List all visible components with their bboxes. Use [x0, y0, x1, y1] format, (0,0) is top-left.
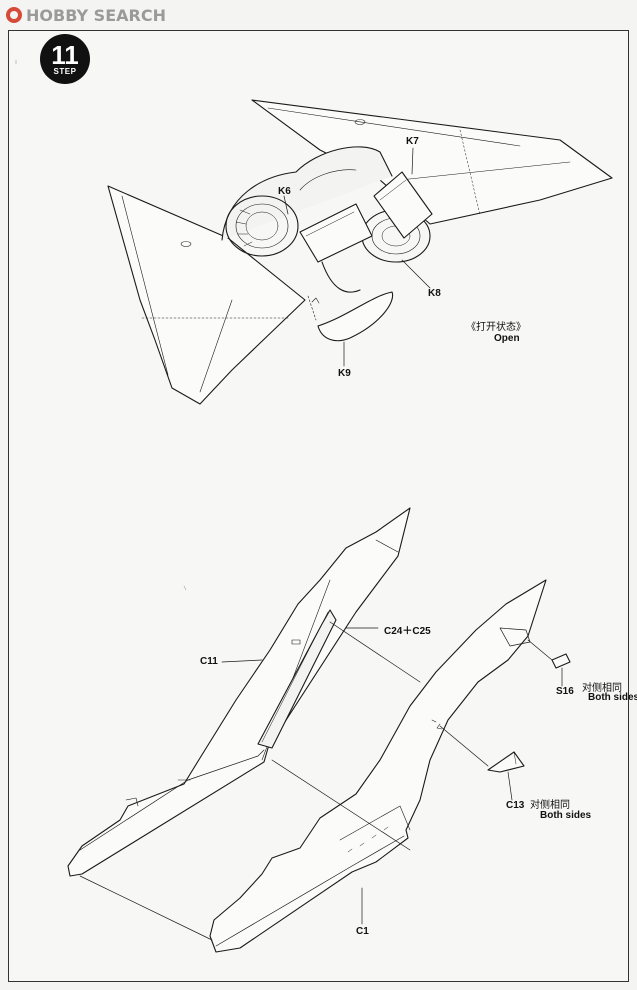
label-c1: C1 [356, 926, 369, 937]
hobby-search-watermark: HOBBY SEARCH [6, 4, 166, 26]
step-badge: 11 STEP [40, 34, 90, 84]
air-brake-k7 [373, 171, 433, 239]
watermark-text: HOBBY SEARCH [26, 5, 166, 25]
state-label-en: Open [494, 333, 520, 344]
engine-nozzles [221, 146, 431, 293]
label-s16: S16 [556, 686, 574, 697]
top-leader-lines [283, 147, 431, 367]
label-c13: C13 [506, 800, 525, 811]
label-c11: C11 [200, 656, 218, 667]
step-number: 11 [51, 39, 79, 70]
page-marks [15, 59, 187, 591]
bottom-leader-lines [221, 627, 563, 925]
both-sides-cn-c13: 对侧相同 [530, 800, 570, 811]
air-brake-k6 [299, 203, 373, 263]
both-sides-en-c13: Both sides [540, 810, 592, 821]
label-k9: K9 [338, 368, 351, 379]
state-label-cn: 《打开状态》 [466, 322, 526, 333]
label-k7: K7 [406, 136, 419, 147]
label-k8: K8 [428, 288, 441, 299]
hobby-search-logo-icon [6, 7, 22, 23]
fin-spar-c24-c25 [257, 609, 337, 749]
bottom-assembly-lines [79, 621, 553, 941]
label-c24-c25: C24＋C25 [384, 626, 431, 637]
part-c13 [487, 751, 525, 773]
fairing-k9 [307, 291, 394, 342]
stabilizer-left [107, 185, 306, 405]
both-sides-en-s16: Both sides [588, 692, 637, 703]
label-k6: K6 [278, 186, 291, 197]
step-word: STEP [53, 66, 77, 76]
both-sides-cn-s16: 对侧相同 [582, 683, 622, 694]
part-s16 [551, 653, 571, 669]
